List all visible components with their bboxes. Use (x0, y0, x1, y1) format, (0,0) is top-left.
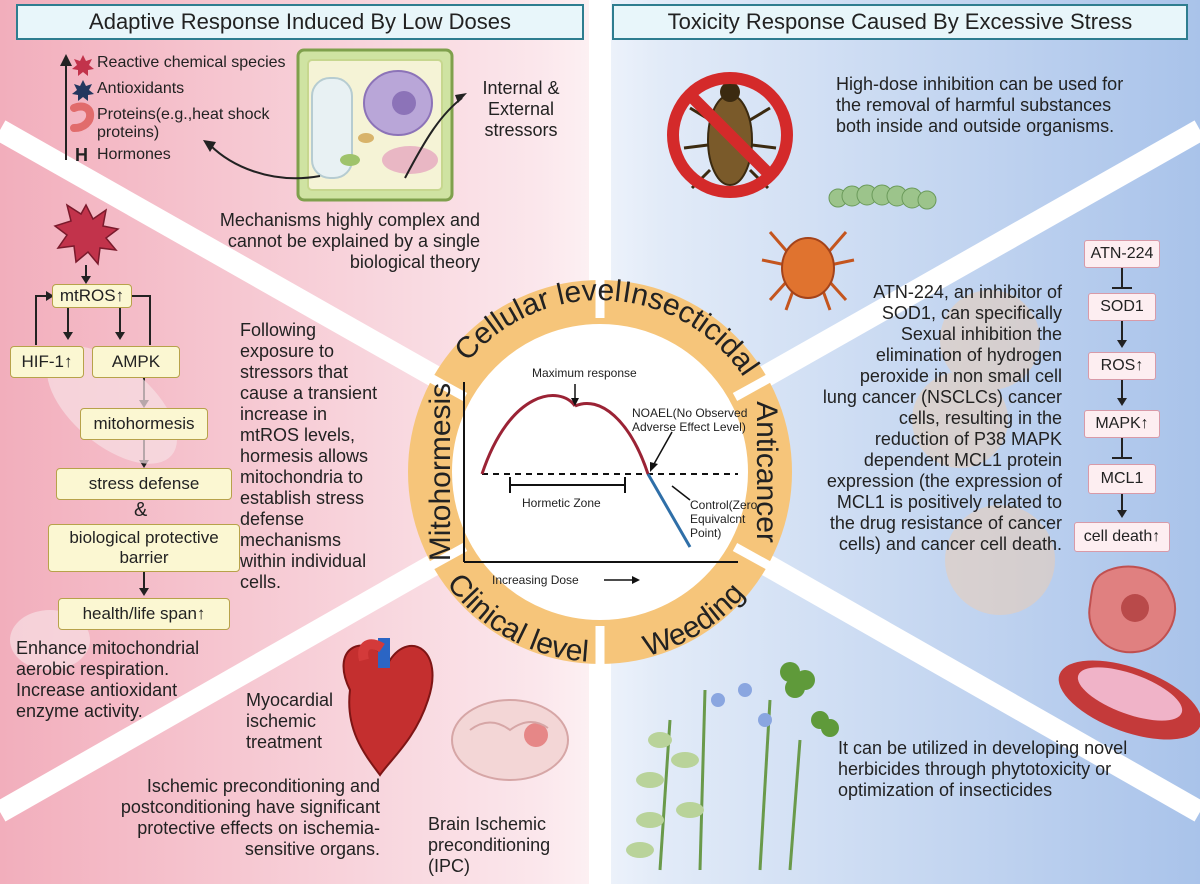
brain-icon (451, 699, 569, 781)
mitohormesis-description: Following exposure to stressors that cau… (240, 320, 378, 592)
insecticidal-description: High-dose inhibition can be used for the… (836, 74, 1124, 136)
mitochondrial-benefits-text: Enhance mitochondrial aerobic respiratio… (16, 638, 200, 721)
mapk-box: MAPK↑ (1084, 410, 1160, 438)
blood-vessel-icon (1058, 660, 1200, 740)
noael-label: NOAEL(No Observed Adverse Effect Level) (632, 406, 748, 434)
health-lifespan-box: health/life span↑ (58, 598, 230, 630)
chart-disc (453, 325, 747, 619)
ring-separators (424, 270, 776, 674)
weeding-description: It can be utilized in developing novel h… (838, 738, 1128, 800)
cancer-flow-arrowheads (1117, 340, 1127, 518)
control-label: Control(Zero Equivalcnt Point) (690, 498, 758, 540)
legend-proteins: Proteins(e.g.,heat shock proteins) (97, 106, 270, 141)
mitohormesis-box: mitohormesis (80, 408, 208, 440)
header-toxicity-response: Toxicity Response Caused By Excessive St… (612, 4, 1188, 40)
x-axis-label: Increasing Dose (492, 573, 579, 587)
cell-death-box: cell death↑ (1074, 522, 1170, 552)
protective-barrier-box: biological protective barrier (48, 524, 240, 572)
mcl1-box: MCL1 (1088, 464, 1156, 494)
legend-reactive-species: Reactive chemical species (97, 54, 286, 71)
toxic-curve (646, 473, 692, 548)
hormetic-zone-label: Hormetic Zone (522, 496, 601, 510)
hormone-icon: H (75, 145, 88, 165)
ring-label-mitohormesis: Mitohormesis (424, 383, 457, 561)
heart-icon (342, 638, 434, 777)
cellular-level-text: Mechanisms highly complex and cannot be … (219, 210, 480, 272)
mtros-box: mtROS↑ (52, 284, 132, 308)
ampk-box: AMPK (92, 346, 180, 378)
cell-out-arrow (209, 144, 321, 180)
atn224-box: ATN-224 (1084, 240, 1160, 268)
stress-defense-box: stress defense (56, 468, 232, 500)
anticancer-description: ATN-224, an inhibitor of SOD1, can speci… (822, 282, 1062, 554)
and-symbol: & (134, 499, 148, 521)
stressors-label: Internal & External stressors (482, 78, 560, 140)
reactive-starburst-icon (53, 203, 120, 266)
brain-ipc-label: Brain Ischemic preconditioning (IPC) (428, 814, 551, 876)
ring-label-anticancer: Anticancer (750, 401, 783, 543)
myocardial-label: Myocardial ischemic treatment (246, 690, 334, 752)
mite-icon (761, 231, 855, 311)
reactive-species-icon (72, 55, 94, 76)
hormesis-chart (463, 382, 738, 584)
stressor-arrow (404, 97, 463, 179)
hif1-box: HIF-1↑ (10, 346, 84, 378)
antioxidant-icon (72, 80, 94, 101)
header-adaptive-response: Adaptive Response Induced By Low Doses (16, 4, 584, 40)
cancer-cells-bg-icon (912, 290, 1055, 615)
legend-antioxidants: Antioxidants (97, 80, 185, 97)
tumor-icon (1088, 565, 1176, 654)
hormetic-curve (480, 394, 650, 475)
sod1-box: SOD1 (1088, 293, 1156, 321)
weeds-illustration (626, 662, 839, 871)
legend-hormones: Hormones (97, 146, 171, 163)
ros-box: ROS↑ (1088, 352, 1156, 380)
max-response-label: Maximum response (532, 366, 637, 380)
plant-cell-illustration (296, 48, 454, 202)
caterpillar-icon (828, 184, 937, 210)
protein-icon (70, 102, 94, 132)
no-beetle-icon (667, 72, 793, 198)
ipc-description: Ischemic preconditioning and postconditi… (120, 776, 380, 859)
